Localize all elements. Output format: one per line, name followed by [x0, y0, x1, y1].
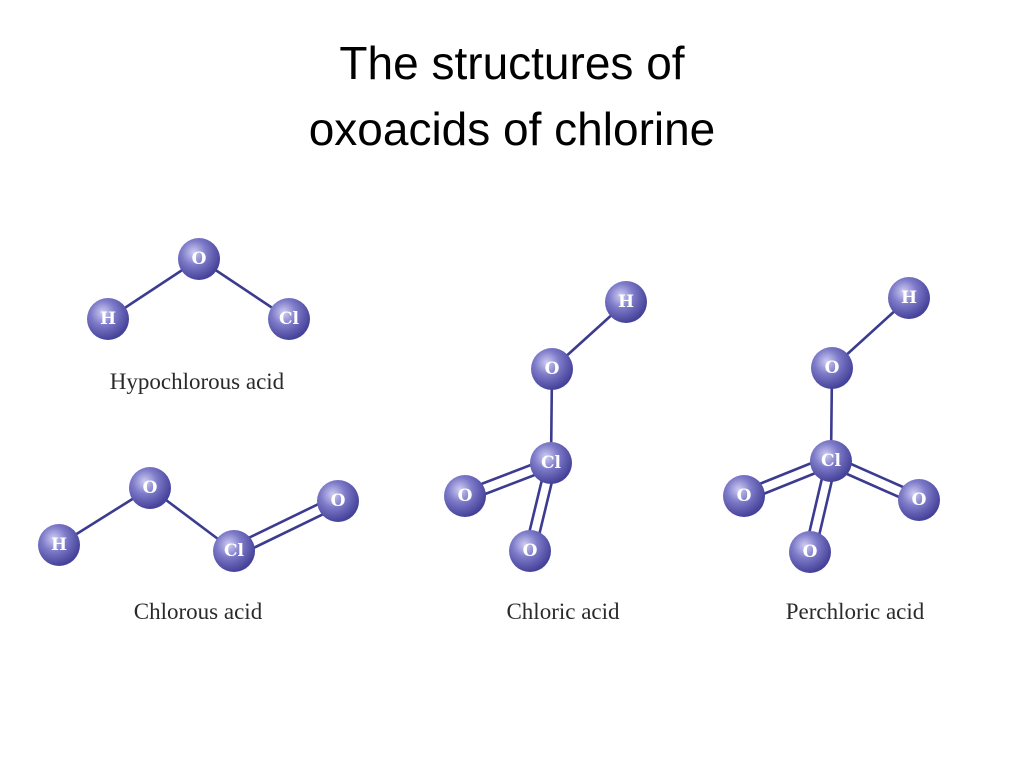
atom-o: O: [531, 348, 573, 390]
atom-o: O: [789, 531, 831, 573]
svg-text:O: O: [458, 486, 473, 506]
title-line-2: oxoacids of chlorine: [308, 103, 716, 155]
svg-text:O: O: [545, 359, 560, 379]
svg-text:O: O: [143, 478, 158, 498]
svg-text:Cl: Cl: [541, 453, 562, 473]
svg-text:O: O: [912, 490, 927, 510]
atom-cl: Cl: [530, 442, 572, 484]
svg-text:O: O: [523, 541, 538, 561]
svg-text:Cl: Cl: [821, 451, 842, 471]
molecule-chlorous-acid: O H Cl O Chlorous acid: [38, 467, 359, 624]
atom-h: H: [888, 277, 930, 319]
molecule-chloric-acid: H O Cl O O Chloric acid: [444, 281, 647, 624]
title-line-1: The structures of: [339, 37, 685, 89]
svg-text:Cl: Cl: [279, 309, 300, 329]
molecule-caption: Perchloric acid: [786, 599, 925, 624]
atom-o: O: [509, 530, 551, 572]
svg-text:O: O: [737, 486, 752, 506]
atom-cl: Cl: [268, 298, 310, 340]
svg-text:H: H: [618, 292, 634, 312]
molecule-caption: Chloric acid: [506, 599, 620, 624]
molecule-perchloric-acid: H O Cl O O O Perchloric acid: [723, 277, 940, 624]
svg-text:H: H: [51, 535, 67, 555]
atom-cl: Cl: [810, 440, 852, 482]
atom-h: H: [605, 281, 647, 323]
molecule-hypochlorous-acid: O H Cl Hypochlorous acid: [87, 238, 310, 394]
svg-text:O: O: [803, 542, 818, 562]
atom-cl: Cl: [213, 530, 255, 572]
atom-o: O: [444, 475, 486, 517]
atom-o: O: [898, 479, 940, 521]
atom-o: O: [811, 347, 853, 389]
svg-text:H: H: [901, 288, 917, 308]
atom-h: H: [38, 524, 80, 566]
atom-o: O: [129, 467, 171, 509]
svg-text:O: O: [825, 358, 840, 378]
svg-text:O: O: [331, 491, 346, 511]
svg-text:O: O: [192, 249, 207, 269]
molecule-caption: Hypochlorous acid: [110, 369, 285, 394]
atom-o: O: [723, 475, 765, 517]
slide-title: The structures of oxoacids of chlorine: [0, 30, 1024, 162]
svg-text:H: H: [100, 309, 116, 329]
atom-h: H: [87, 298, 129, 340]
molecule-caption: Chlorous acid: [134, 599, 263, 624]
atom-o: O: [178, 238, 220, 280]
atom-o: O: [317, 480, 359, 522]
svg-text:Cl: Cl: [224, 541, 245, 561]
